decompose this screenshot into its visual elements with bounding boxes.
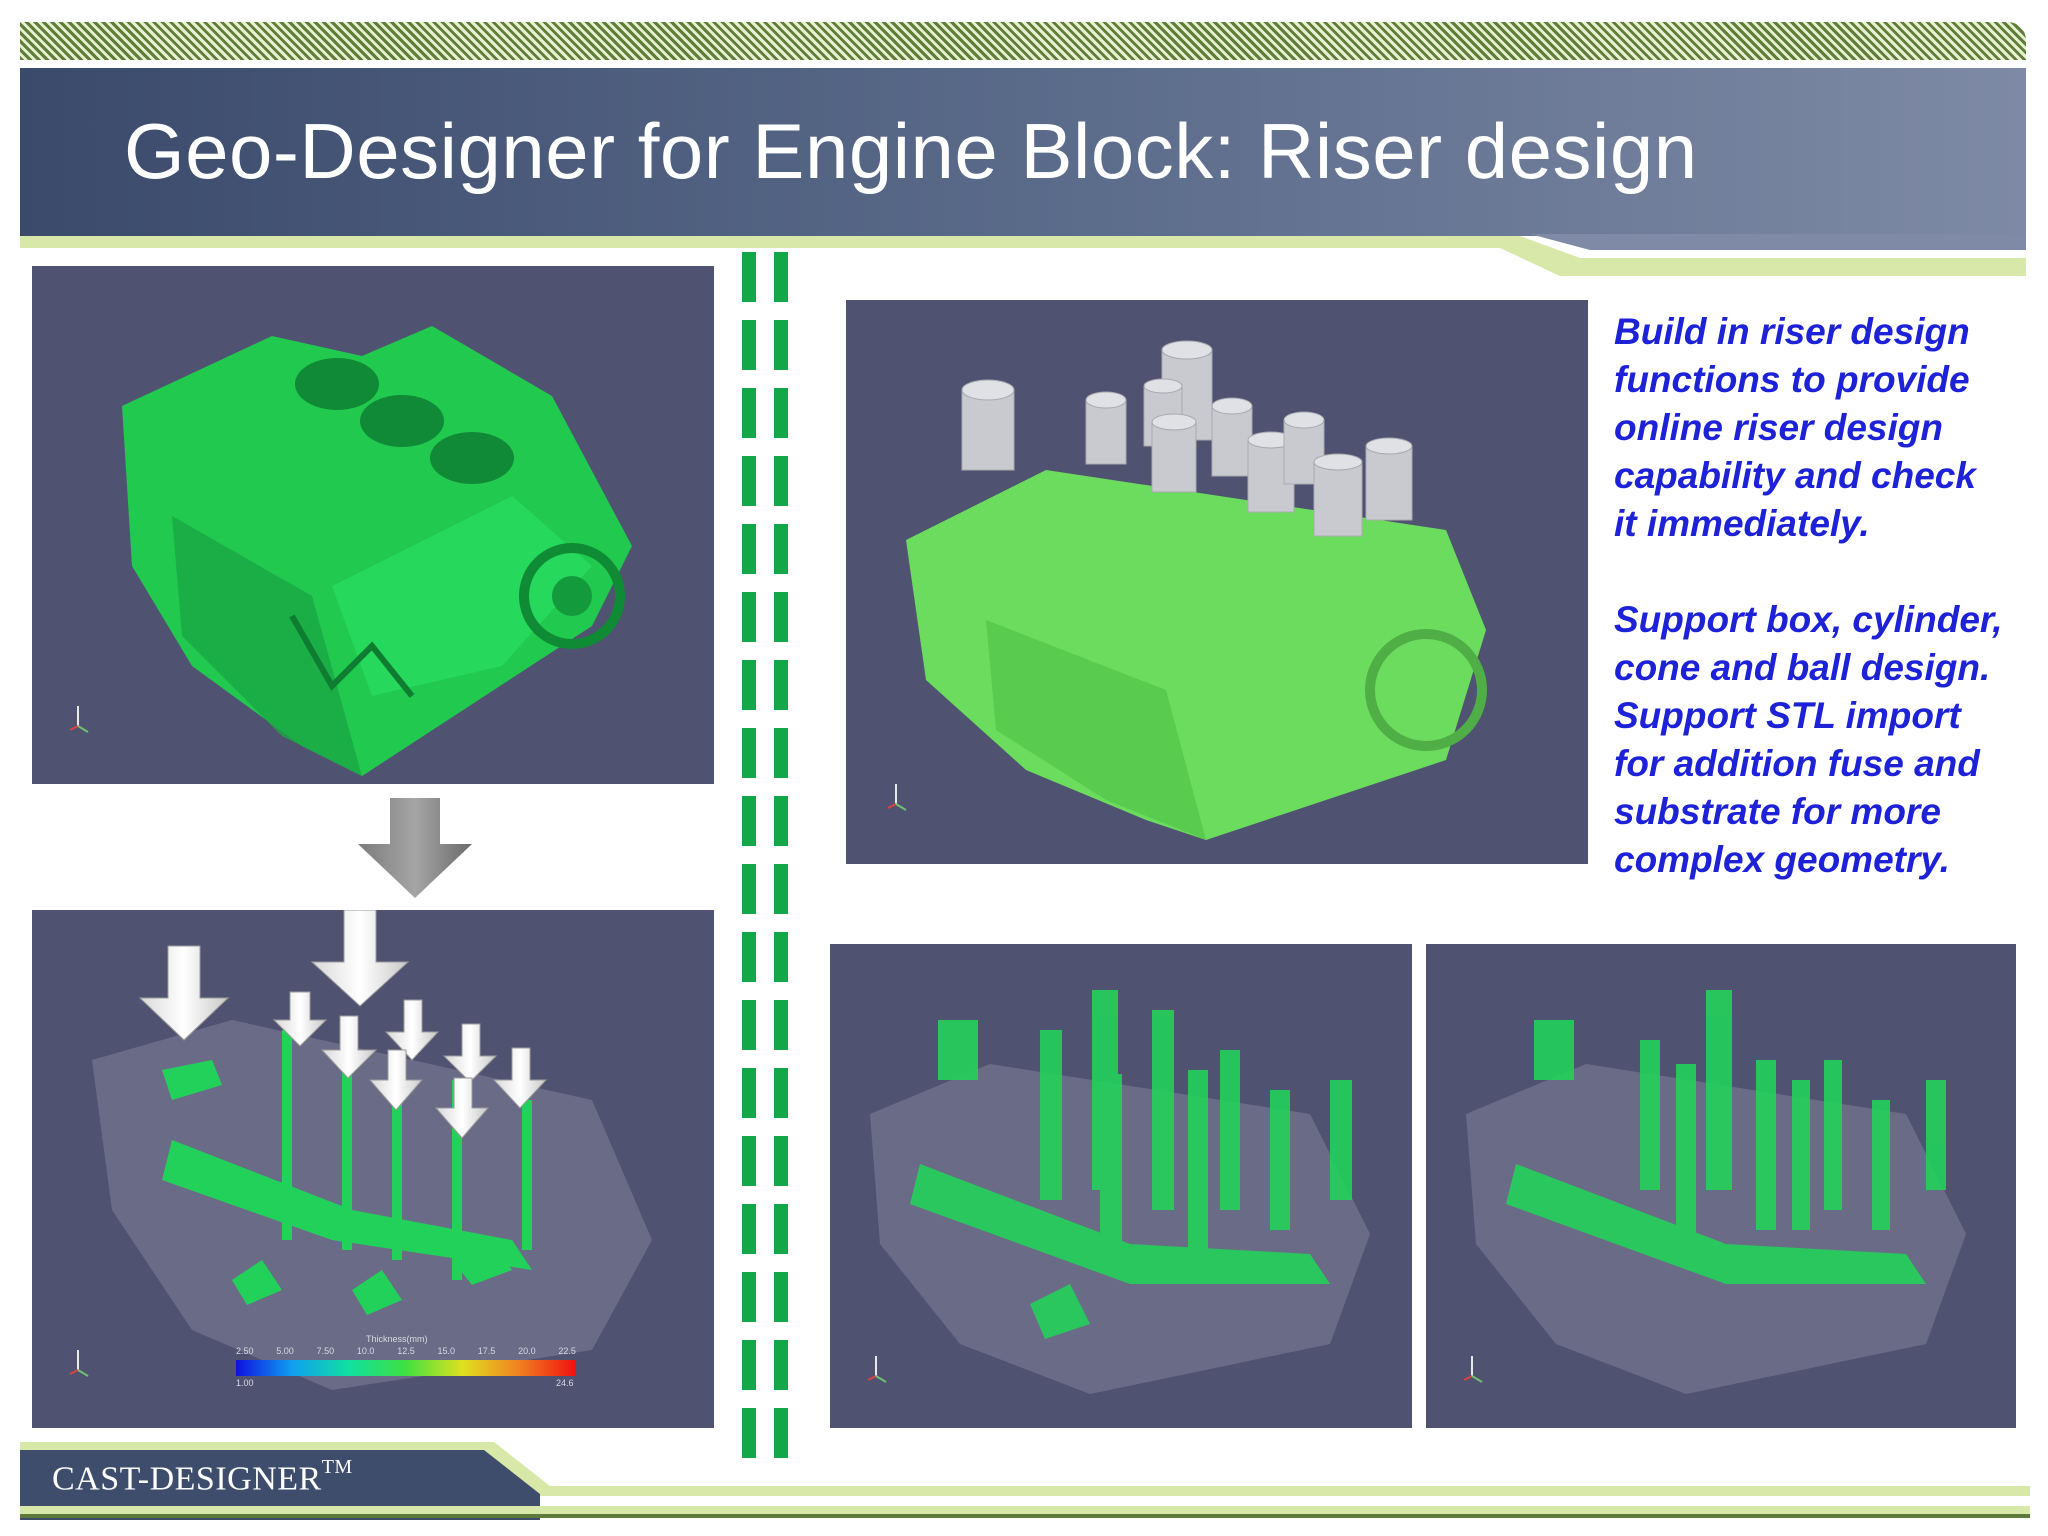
- panel-thickness-analysis: Thickness(mm) 2.50 5.00 7.50 10.0 12.5 1…: [32, 910, 714, 1428]
- colorbar-title: Thickness(mm): [366, 1334, 428, 1344]
- axis-triad-icon: [69, 1350, 89, 1377]
- panel-riser-design: [846, 300, 1588, 864]
- description-paragraph-2: Support box, cylinder, cone and ball des…: [1614, 599, 2003, 880]
- axis-triad-icon: [887, 784, 907, 811]
- brand-logo-text: CAST-DESIGNERTM: [52, 1456, 353, 1498]
- header-hatch-band: [20, 22, 2026, 60]
- colorbar-tick: 20.0: [518, 1346, 536, 1356]
- colorbar-tick: 15.0: [437, 1346, 456, 1356]
- title-bar: [20, 68, 2026, 236]
- riser-engine-model: [906, 340, 1487, 840]
- axis-triad-icon: [69, 706, 89, 733]
- colorbar-tick: 12.5: [397, 1346, 415, 1356]
- colorbar-tick: 10.0: [356, 1346, 375, 1356]
- panel-engine-block: [32, 266, 714, 784]
- panel-riser-result-2: [1426, 944, 2016, 1428]
- panel-riser-result-1: [830, 944, 1412, 1428]
- colorbar-ticks: 2.50 5.00 7.50 10.0 12.5 15.0 17.5 20.0 …: [236, 1346, 576, 1356]
- thickness-model: [92, 1020, 652, 1390]
- description-text: Build in riser design functions to provi…: [1614, 308, 2034, 884]
- colorbar-tick: 7.50: [316, 1346, 335, 1356]
- slide-title: Geo-Designer for Engine Block: Riser des…: [124, 107, 1698, 195]
- riser-result-model-1: [870, 990, 1370, 1394]
- riser-result-model-2: [1466, 990, 1966, 1394]
- riser-position-arrows: [138, 910, 548, 1139]
- brand-name: CAST-DESIGNER: [52, 1460, 322, 1498]
- footer-band: [20, 1442, 2030, 1520]
- axis-triad-icon: [1463, 1356, 1483, 1383]
- down-arrow-icon: [358, 798, 472, 898]
- brand-trademark: TM: [321, 1456, 353, 1478]
- engine-block-model: [122, 326, 632, 776]
- colorbar-tick: 17.5: [477, 1346, 496, 1356]
- description-paragraph-1: Build in riser design functions to provi…: [1614, 311, 1976, 544]
- axis-triad-icon: [867, 1356, 887, 1383]
- colorbar-min: 1.00: [236, 1378, 254, 1388]
- colorbar-tick: 2.50: [236, 1346, 254, 1356]
- colorbar-tick: 22.5: [558, 1346, 576, 1356]
- colorbar-max: 24.6: [556, 1378, 574, 1388]
- colorbar-gradient: [236, 1360, 576, 1376]
- dashed-divider: [740, 252, 792, 1464]
- thickness-colorbar: Thickness(mm) 2.50 5.00 7.50 10.0 12.5 1…: [236, 1334, 616, 1394]
- title-accent-stripes: [20, 234, 2026, 276]
- colorbar-tick: 5.00: [276, 1346, 294, 1356]
